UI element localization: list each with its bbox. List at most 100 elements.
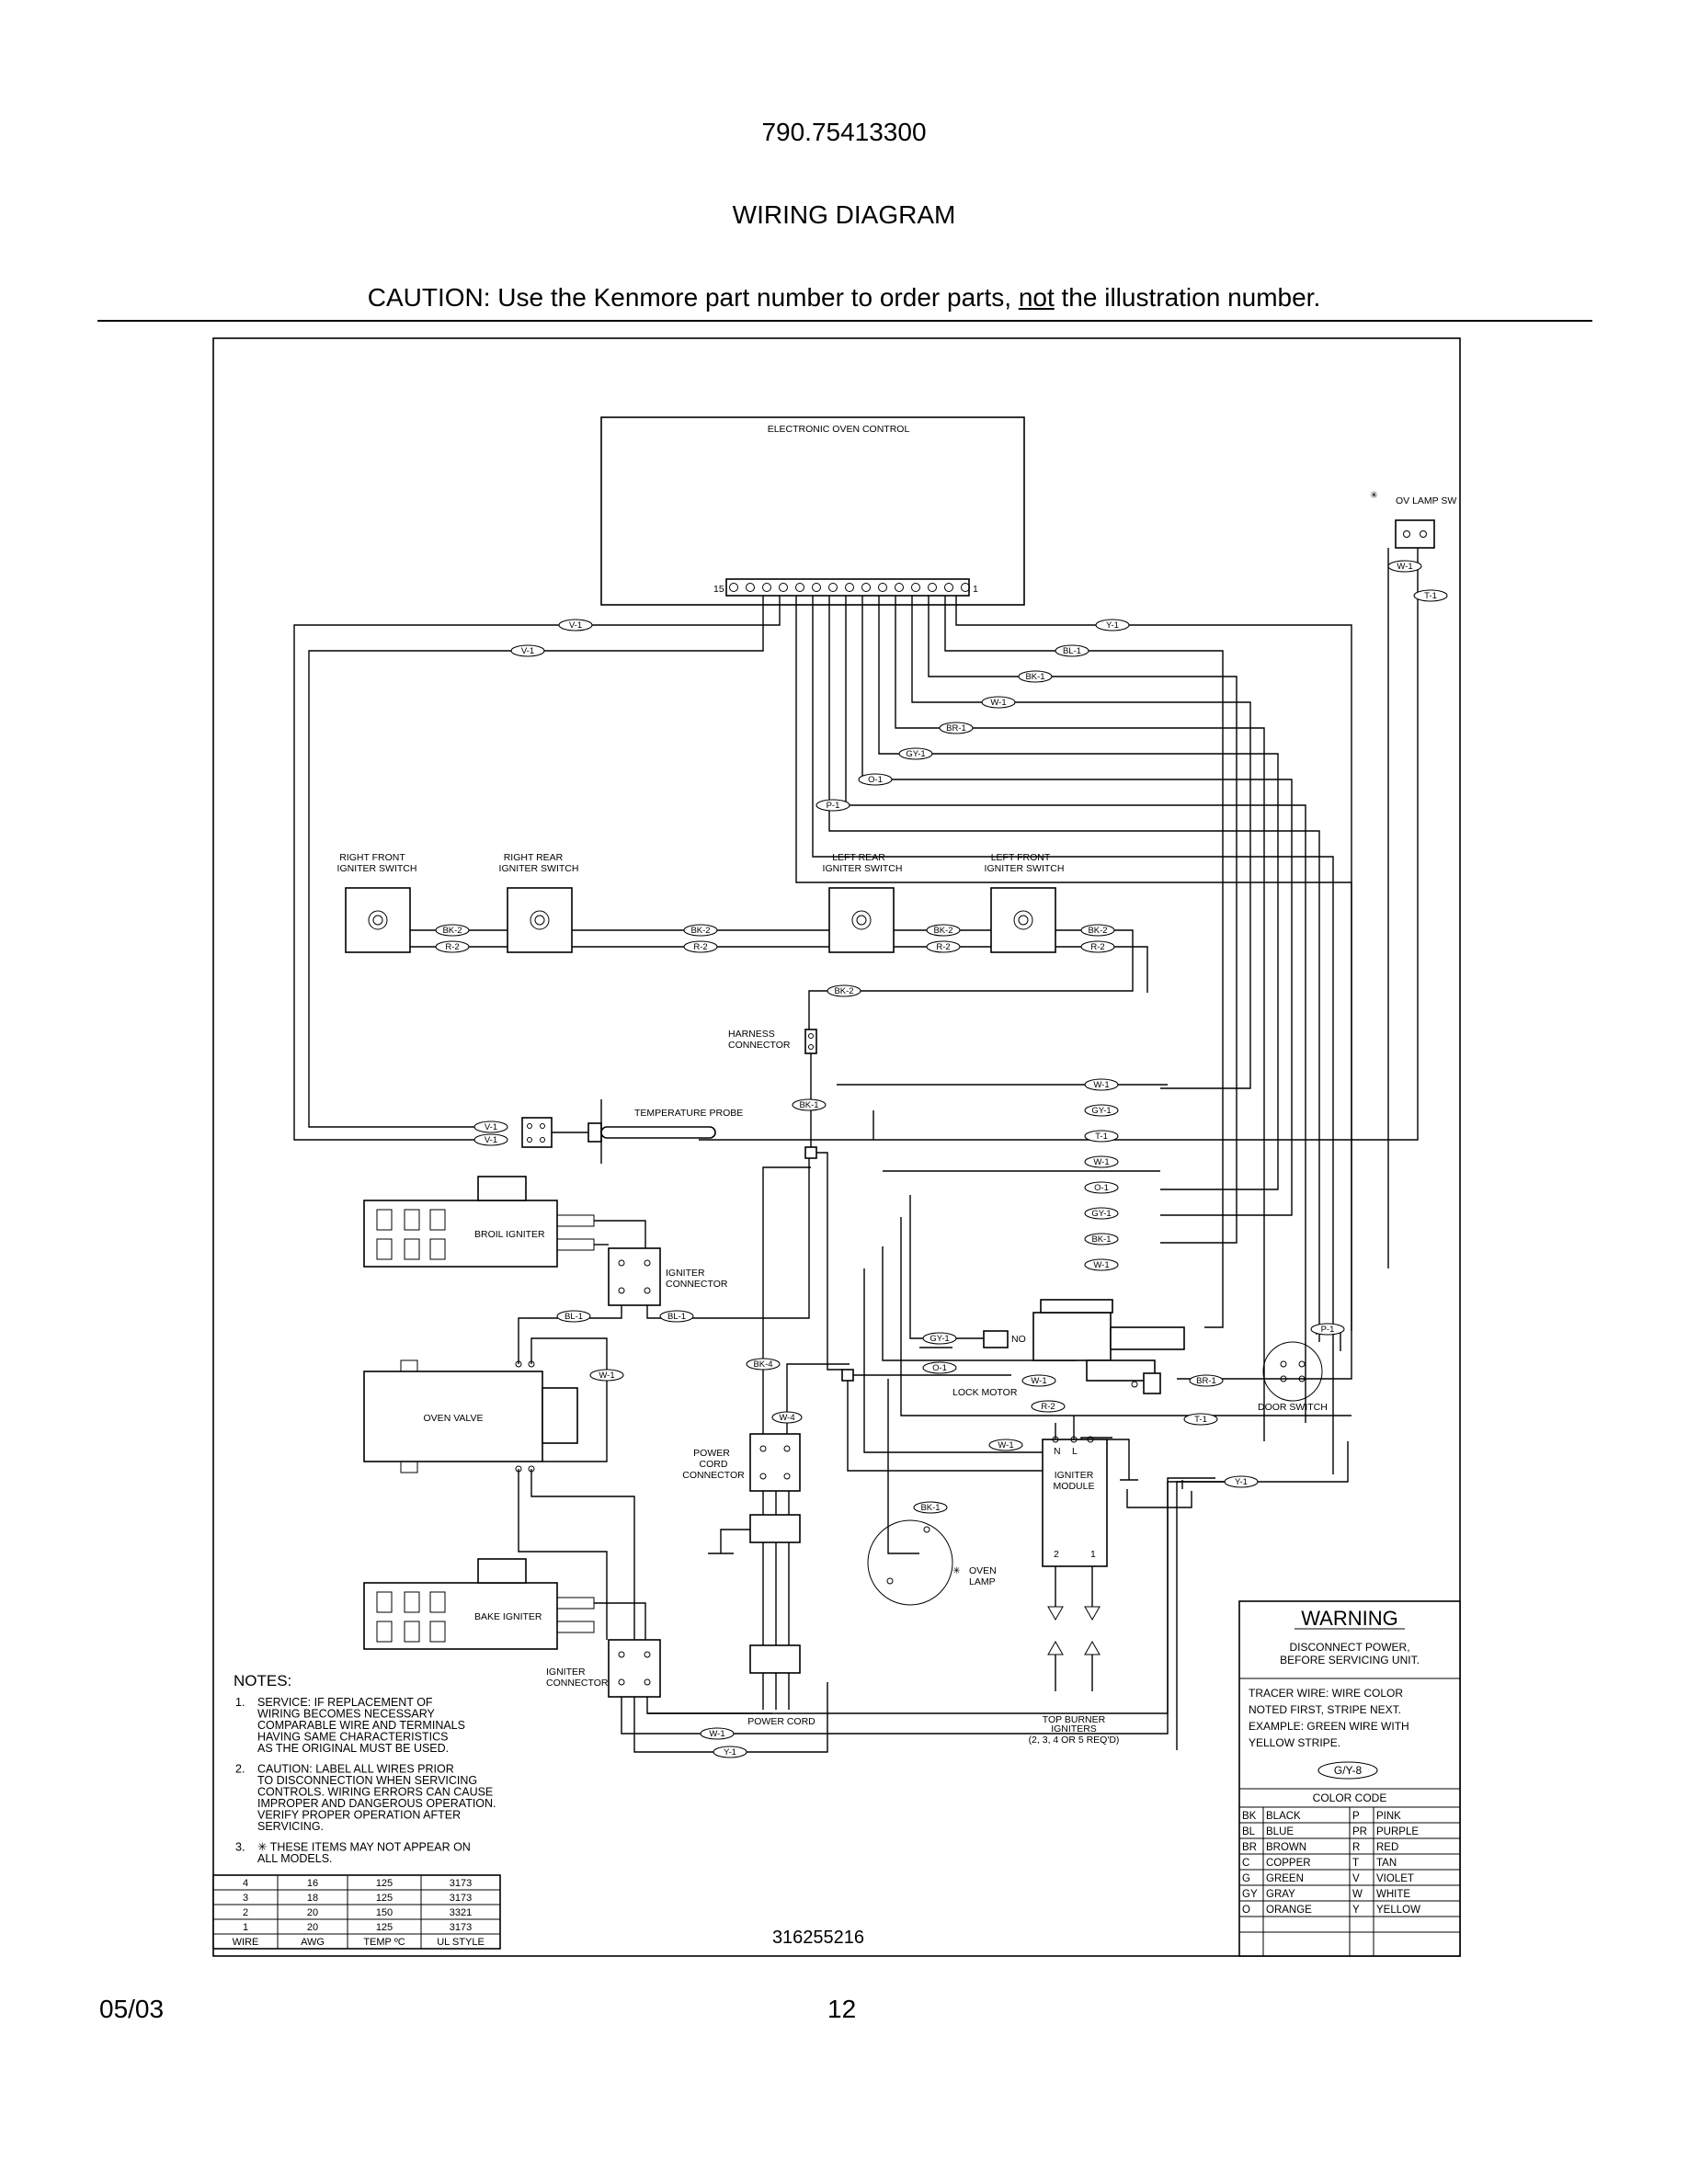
svg-text:BR-1: BR-1 [1196,1376,1216,1386]
footer-date: 05/03 [99,1995,165,2023]
wire-tag: GY-1 [898,747,933,760]
svg-text:R-2: R-2 [1041,1402,1055,1412]
wire-table-header: UL STYLE [437,1937,485,1948]
color-code-cell: VIOLET [1376,1873,1414,1884]
wire-table-cell: 125 [376,1878,393,1889]
oven-valve: OVEN VALVE [363,1337,828,1753]
svg-text:T-1: T-1 [1194,1415,1207,1425]
note-line: AS THE ORIGINAL MUST BE USED. [257,1742,449,1755]
color-code-cell: GY [1242,1889,1258,1900]
note-line: SERVICE: IF REPLACEMENT OF [257,1696,433,1709]
wire-tag: BK-2 [435,924,470,937]
svg-text:W-1: W-1 [998,1440,1013,1450]
wire-tag: R-2 [683,940,718,953]
wire-tag: BK-2 [827,984,861,997]
color-code-cell: V [1352,1873,1360,1884]
svg-text:OVEN: OVEN [969,1565,997,1576]
svg-text:CONNECTOR: CONNECTOR [666,1279,728,1290]
wire-tag: T-1 [1084,1130,1119,1143]
wire-table-cell: 4 [243,1878,248,1889]
control-pin [746,583,755,592]
svg-text:IGNITER: IGNITER [1055,1470,1094,1481]
svg-text:RIGHT REAR: RIGHT REAR [504,852,564,863]
control-pin [911,583,920,592]
wire-table-cell: 3173 [450,1922,472,1933]
svg-text:BK-2: BK-2 [933,926,952,936]
svg-text:(2, 3, 4 OR 5 REQ'D): (2, 3, 4 OR 5 REQ'D) [1029,1735,1120,1746]
ov-lamp-sw-label: OV LAMP SW [1396,495,1456,506]
svg-text:BK-2: BK-2 [690,926,710,936]
wire-tag: GY-1 [1084,1207,1119,1220]
wire-table-cell: 1 [243,1922,248,1933]
svg-text:CONNECTOR: CONNECTOR [682,1470,745,1481]
color-code-cell: PURPLE [1376,1826,1419,1837]
wire-table-cell: 3321 [450,1907,472,1918]
wire-table-cell: 125 [376,1922,393,1933]
igniter-switches: RIGHT FRONT IGNITER SWITCH RIGHT REAR IG… [337,852,1148,1029]
svg-text:W-1: W-1 [990,698,1006,708]
power-cord-assembly: POWER CORD CONNECTOR POWER CORD [682,1166,850,1727]
svg-text:BK-1: BK-1 [1025,672,1044,682]
wire-table-cell: 3173 [450,1893,472,1904]
tracer-line: YELLOW STRIPE. [1249,1736,1340,1749]
svg-text:GY-1: GY-1 [1091,1106,1111,1116]
color-code-cell: WHITE [1376,1889,1410,1900]
left-rear-igniter-switch: LEFT REAR IGNITER SWITCH [823,852,902,953]
wire-tag: Y-1 [1224,1475,1259,1488]
color-code-cell: RED [1376,1842,1398,1853]
svg-text:W-1: W-1 [1093,1080,1109,1090]
svg-text:Y-1: Y-1 [1235,1477,1248,1487]
svg-text:IGNITER SWITCH: IGNITER SWITCH [985,863,1065,874]
electronic-oven-control: ELECTRONIC OVEN CONTROL 15 1 [600,416,1025,606]
svg-text:CONNECTOR: CONNECTOR [546,1678,609,1689]
wire-tag: Y-1 [1095,619,1130,631]
model-number: 790.75413300 [761,118,927,146]
svg-text:GY-1: GY-1 [906,749,925,759]
wire-table-cell: 3 [243,1893,248,1904]
wire-tag: W-1 [1084,1155,1119,1168]
color-code-cell: TAN [1376,1858,1397,1869]
note-line: IMPROPER AND DANGEROUS OPERATION. [257,1797,496,1810]
note-line: ALL MODELS. [257,1852,333,1865]
wire-table-header: AWG [301,1937,325,1948]
tracer-example-tag: G/Y-8 [1334,1764,1363,1777]
wire-table-cell: 20 [307,1907,318,1918]
color-code-cell: ORANGE [1266,1905,1312,1916]
header-rule [97,320,1592,322]
svg-text:W-1: W-1 [1093,1157,1109,1167]
wire-tag: V-1 [473,1133,508,1146]
svg-text:GY-1: GY-1 [930,1334,949,1344]
svg-text:V-1: V-1 [569,620,582,631]
tracer-line: EXAMPLE: GREEN WIRE WITH [1249,1720,1409,1733]
control-pins [729,583,970,592]
svg-text:IGNITERS: IGNITERS [1051,1723,1097,1735]
color-code-cell: G [1242,1873,1250,1884]
oven-lamp: ✳ OVEN LAMP [867,1519,997,1606]
wire-table-header: WIRE [233,1937,259,1948]
color-code-title: COLOR CODE [1313,1792,1387,1804]
svg-text:BK-1: BK-1 [920,1503,940,1513]
color-code-cell: BROWN [1266,1842,1306,1853]
svg-text:BK-4: BK-4 [753,1359,772,1370]
warning-title: WARNING [1301,1607,1398,1630]
wire-tag: BK-2 [683,924,718,937]
color-code-cell: GRAY [1266,1889,1295,1900]
right-front-igniter-switch: RIGHT FRONT IGNITER SWITCH [337,852,416,953]
wire-tag: R-2 [1031,1400,1066,1413]
svg-text:W-1: W-1 [1397,562,1412,572]
svg-text:DOOR SWITCH: DOOR SWITCH [1258,1402,1328,1413]
note-number: 2. [235,1763,245,1776]
left-front-igniter-switch: LEFT FRONT IGNITER SWITCH [985,852,1065,953]
svg-text:R-2: R-2 [445,942,459,952]
warning-line2: BEFORE SERVICING UNIT. [1280,1654,1420,1666]
wire-tag: O-1 [1084,1181,1119,1194]
wire-table-cell: 150 [376,1907,393,1918]
color-code-cell: W [1352,1889,1363,1900]
svg-text:W-1: W-1 [599,1371,614,1381]
wire-tag: R-2 [1080,940,1115,953]
svg-text:LEFT REAR: LEFT REAR [832,852,885,863]
svg-text:T-1: T-1 [1424,591,1437,601]
svg-text:1: 1 [1090,1549,1096,1560]
svg-text:BAKE IGNITER: BAKE IGNITER [474,1611,542,1622]
